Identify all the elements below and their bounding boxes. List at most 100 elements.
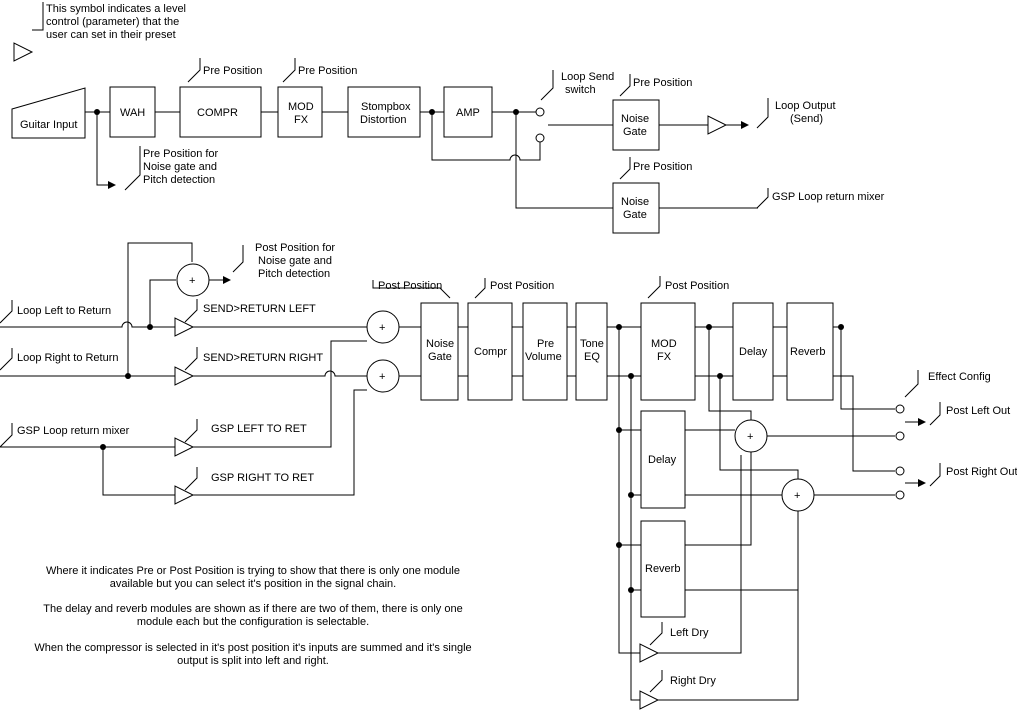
- gsp-left-triangle-icon: [174, 437, 195, 457]
- wah-block: [109, 86, 156, 138]
- left-dry-label: Left Dry: [670, 627, 709, 639]
- mod-fx-pre-position-callout: Pre Position: [298, 65, 357, 77]
- reverb-serial-block: [786, 302, 834, 401]
- amp-label: AMP: [456, 107, 480, 119]
- note-line-4: module each but the configuration is sel…: [137, 616, 369, 628]
- loop-left-label: Loop Left to Return: [17, 305, 111, 317]
- effect-config-label: Effect Config: [928, 371, 991, 383]
- loop-right-label: Loop Right to Return: [17, 352, 119, 364]
- post-left-out-label: Post Left Out: [946, 405, 1010, 417]
- compr-post-block: [467, 302, 513, 401]
- stompbox-distortion-block: [347, 86, 421, 138]
- compr-label: COMPR: [197, 107, 238, 119]
- right-dry-triangle-icon: [639, 690, 660, 710]
- noise-gate-return-pre-position-callout: Pre Position: [633, 161, 692, 173]
- mod-fx-block: [277, 86, 323, 138]
- compr-block: [179, 86, 262, 138]
- mod-fx-post-position-callout: Post Position: [665, 280, 729, 292]
- noise-gate-send-block: [612, 99, 660, 151]
- reverb-parallel-block: [640, 520, 686, 618]
- noise-gate-send-label-1: Noise: [621, 113, 649, 125]
- tone-eq-label-1: Tone: [580, 338, 604, 350]
- noise-gate-return-block: [612, 182, 660, 234]
- gsp-right-label: GSP RIGHT TO RET: [211, 472, 314, 484]
- legend-line-2: control (parameter) that the: [46, 16, 179, 28]
- noise-gate-send-label-2: Gate: [623, 126, 647, 138]
- pre-noise-callout-line-2: Noise gate and: [143, 161, 217, 173]
- bottom-signal-chain: Loop Left to Return Loop Right to Return…: [0, 242, 1017, 710]
- guitar-input-label: Guitar Input: [20, 119, 77, 131]
- compr-post-label: Compr: [474, 346, 507, 358]
- noise-gate-post-label-1: Noise: [426, 338, 454, 350]
- amp-block: [443, 86, 493, 138]
- mod-fx-label-1: MOD: [288, 101, 314, 113]
- post-noise-callout-line-1: Post Position for: [255, 242, 335, 254]
- compr-pre-position-callout: Pre Position: [203, 65, 262, 77]
- pre-noise-callout-line-3: Pitch detection: [143, 174, 215, 186]
- compr-post-position-callout: Post Position: [490, 280, 554, 292]
- send-return-right-label: SEND>RETURN RIGHT: [203, 352, 323, 364]
- delay-parallel-label: Delay: [648, 454, 677, 466]
- send-return-right-triangle-icon: [174, 366, 195, 386]
- right-return-summer-plus: +: [379, 371, 385, 383]
- gsp-left-label: GSP LEFT TO RET: [211, 423, 307, 435]
- guitar-input-block: [11, 87, 86, 139]
- note-line-3: The delay and reverb modules are shown a…: [43, 603, 462, 615]
- left-dry-triangle-icon: [639, 643, 660, 663]
- tone-eq-label-2: EQ: [584, 351, 600, 363]
- mod-fx-post-label-1: MOD: [651, 338, 677, 350]
- mod-fx-post-label-2: FX: [657, 351, 672, 363]
- send-return-left-triangle-icon: [174, 317, 195, 337]
- stompbox-label-1: Stompbox: [361, 101, 411, 113]
- delay-serial-block: [732, 302, 774, 401]
- post-noise-callout-line-3: Pitch detection: [258, 268, 330, 280]
- note-line-1: Where it indicates Pre or Post Position …: [46, 565, 460, 577]
- post-right-port-a: [895, 466, 905, 476]
- loop-send-callout-line-2: switch: [565, 84, 596, 96]
- stompbox-label-2: Distortion: [360, 114, 406, 126]
- level-control-triangle-icon: [13, 42, 34, 62]
- mod-fx-post-block: [640, 302, 696, 401]
- send-return-left-label: SEND>RETURN LEFT: [203, 303, 316, 315]
- post-left-port-b: [895, 431, 905, 441]
- post-right-port-b: [895, 490, 905, 500]
- pre-volume-label-1: Pre: [537, 338, 554, 350]
- wah-label: WAH: [120, 107, 145, 119]
- noise-gate-post-label-2: Gate: [428, 351, 452, 363]
- post-noise-callout-line-2: Noise gate and: [258, 255, 332, 267]
- delay-serial-label: Delay: [739, 346, 768, 358]
- tone-eq-block: [575, 302, 608, 401]
- top-signal-chain: Guitar Input WAH COMPR MOD FX Stompbox D…: [11, 58, 885, 234]
- pitch-detection-summer-plus: +: [189, 275, 195, 287]
- legend-line-3: user can set in their preset: [46, 29, 176, 41]
- pre-volume-label-2: Volume: [525, 351, 562, 363]
- reverb-serial-label: Reverb: [790, 346, 825, 358]
- note-line-5: When the compressor is selected in it's …: [34, 642, 471, 654]
- post-right-out-label: Post Right Out: [946, 466, 1017, 478]
- reverb-parallel-label: Reverb: [645, 563, 680, 575]
- noise-gate-return-label-1: Noise: [621, 196, 649, 208]
- note-line-6: output is split into left and right.: [177, 655, 329, 667]
- gsp-mixer-label: GSP Loop return mixer: [17, 425, 130, 437]
- noise-gate-send-pre-position-callout: Pre Position: [633, 77, 692, 89]
- loop-output-callout-line-2: (Send): [790, 113, 823, 125]
- loop-send-callout-line-1: Loop Send: [561, 71, 614, 83]
- delay-parallel-block: [640, 410, 686, 509]
- loop-output-level-triangle-icon: [707, 115, 728, 135]
- left-return-summer-plus: +: [379, 322, 385, 334]
- post-left-port-a: [895, 404, 905, 414]
- right-out-summer-plus: +: [794, 490, 800, 502]
- noise-gate-post-position-callout: Post Position: [378, 280, 442, 292]
- left-out-summer-plus: +: [747, 431, 753, 443]
- right-dry-label: Right Dry: [670, 675, 716, 687]
- legend-line-1: This symbol indicates a level: [46, 3, 186, 15]
- noise-gate-return-label-2: Gate: [623, 209, 647, 221]
- gsp-right-triangle-icon: [174, 485, 195, 505]
- legend: This symbol indicates a level control (p…: [13, 2, 186, 62]
- pre-noise-callout-line-1: Pre Position for: [143, 148, 219, 160]
- explanatory-notes: Where it indicates Pre or Post Position …: [34, 565, 471, 667]
- loop-send-switch-port-a: [535, 107, 545, 117]
- note-line-2: available but you can select it's positi…: [110, 578, 396, 590]
- loop-send-switch-port-b: [535, 133, 545, 143]
